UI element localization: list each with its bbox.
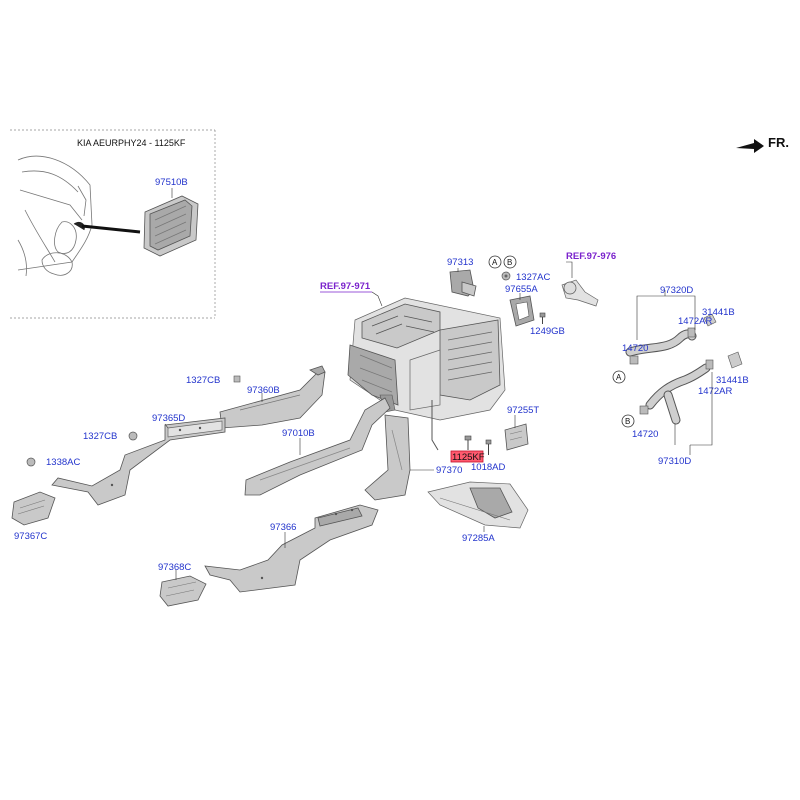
vent-97367C[interactable] [11,491,56,526]
pipe-ref-97-976 [561,279,599,307]
label-97365D[interactable]: 97365D [152,413,185,424]
label-14720-bot[interactable]: 14720 [632,429,658,440]
fitting-31441B-bot[interactable] [727,351,743,369]
label-1472AR-bot[interactable]: 1472AR [698,386,732,397]
fitting-31441B-top[interactable] [703,313,717,327]
svg-text:B: B [507,258,512,267]
front-label: FR. [768,135,789,150]
label-97366[interactable]: 97366 [270,522,296,533]
label-1327CB-a[interactable]: 1327CB [186,375,220,386]
clamp-14720-bot[interactable] [639,405,649,415]
label-1018AD[interactable]: 1018AD [471,462,505,473]
label-14720-top[interactable]: 14720 [622,343,648,354]
arrow-icon [736,139,764,153]
duct-97010B[interactable] [244,397,391,496]
duct-97365D[interactable] [51,417,226,506]
clamp-1472AR-bot[interactable] [705,359,714,370]
svg-text:A: A [492,258,498,267]
label-97370[interactable]: 97370 [436,465,462,476]
plate-97255T[interactable] [504,423,529,451]
screw-1018AD[interactable] [485,439,492,455]
label-1125KF[interactable]: 1125KF [452,452,485,463]
inset-panel: KIA AEURPHY24 - 1125KF 97510B [10,129,216,319]
clamp-1472AR-top[interactable] [687,327,696,338]
marker-B-right: B [621,414,635,428]
heater-blower-unit[interactable] [347,297,506,421]
duct-97366[interactable] [204,504,379,593]
tray-97285A[interactable] [427,481,529,529]
duct-97370[interactable] [364,414,411,501]
clamp-14720-top[interactable] [629,355,639,365]
label-97367C[interactable]: 97367C [14,531,47,542]
label-97285A[interactable]: 97285A [462,533,495,544]
label-97313[interactable]: 97313 [447,257,473,268]
label-1472AR-top[interactable]: 1472AR [678,316,712,327]
gasket-97655A[interactable] [509,295,535,327]
marker-A-top: A [488,255,502,269]
label-97368C[interactable]: 97368C [158,562,191,573]
svg-text:B: B [625,417,630,426]
duct-97360B[interactable] [219,365,326,429]
nut-1327CB-a[interactable] [233,375,241,383]
bracket-97313[interactable] [449,269,477,297]
label-1327AC[interactable]: 1327AC [516,272,550,283]
label-97655A[interactable]: 97655A [505,284,538,295]
screw-1125KF[interactable] [464,435,472,450]
vent-97368C[interactable] [159,575,207,607]
highlight-1125KF [450,450,484,463]
label-97510B[interactable]: 97510B [155,177,188,188]
nut-1338AC[interactable] [26,457,36,467]
label-31441B-bot[interactable]: 31441B [716,375,749,386]
label-97360B[interactable]: 97360B [247,385,280,396]
label-1327CB-b[interactable]: 1327CB [83,431,117,442]
label-1338AC[interactable]: 1338AC [46,457,80,468]
marker-A-right: A [612,370,626,384]
rear-vent-97510B[interactable] [143,195,199,257]
label-31441B-top[interactable]: 31441B [702,307,735,318]
vehicle-rear-illustration [17,155,93,277]
label-97010B[interactable]: 97010B [282,428,315,439]
marker-B-top: B [503,255,517,269]
label-97310D[interactable]: 97310D [658,456,691,467]
ref-97-976[interactable]: REF.97-976 [566,251,616,262]
label-97255T[interactable]: 97255T [507,405,539,416]
hose-97310D[interactable] [645,363,711,425]
screw-1249GB[interactable] [539,312,546,324]
ref-97-971[interactable]: REF.97-971 [320,281,371,292]
label-1249GB[interactable]: 1249GB [530,326,565,337]
nut-1327CB-b[interactable] [128,431,138,441]
svg-text:A: A [616,373,622,382]
nut-1327AC[interactable] [501,271,511,281]
label-97320D[interactable]: 97320D [660,285,693,296]
inset-title: KIA AEURPHY24 - 1125KF [77,138,186,148]
front-direction-indicator: FR. [736,135,789,153]
